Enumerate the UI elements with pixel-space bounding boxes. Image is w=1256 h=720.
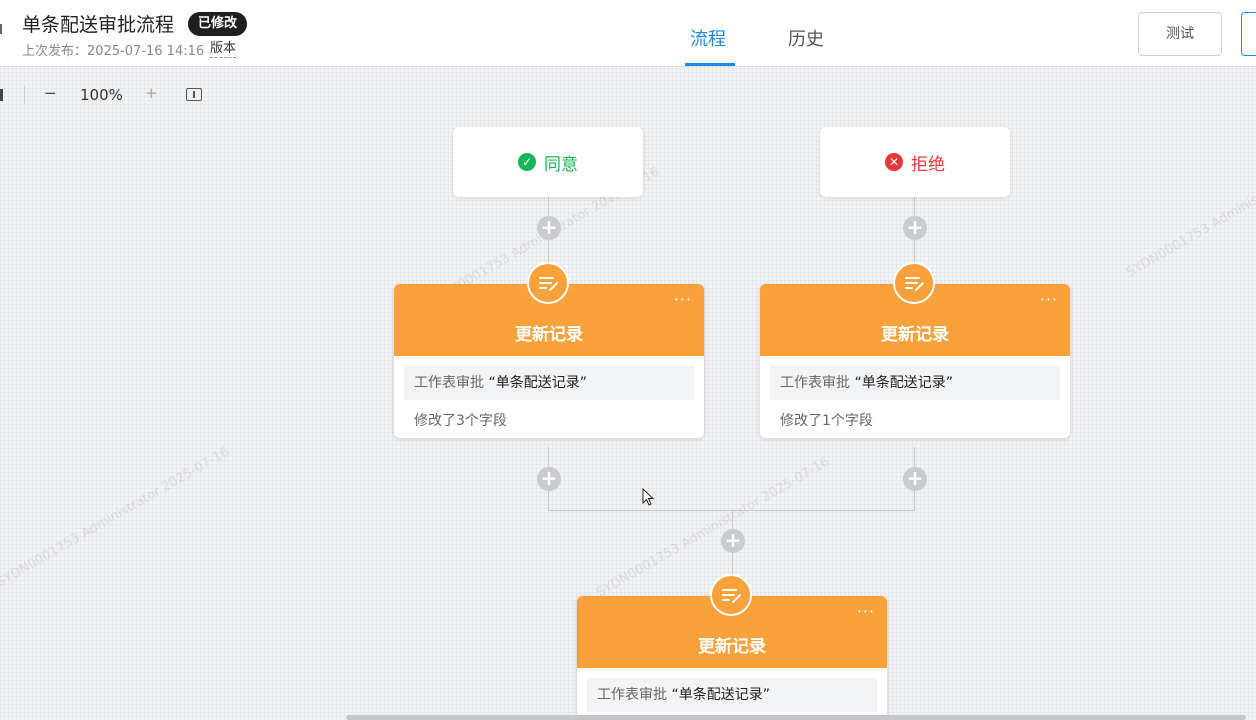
update-record-node[interactable]: ··· 更新记录 工作表审批 “单条配送记录” 修改了3个字段: [394, 262, 704, 438]
add-node-button[interactable]: +: [721, 529, 745, 553]
more-icon[interactable]: ···: [1039, 290, 1058, 309]
mouse-cursor-icon: [642, 488, 655, 506]
add-node-button[interactable]: +: [537, 216, 561, 240]
watermark: SYDN0001753 Administrator 2025-07-16: [1124, 134, 1256, 281]
node-header: ··· 更新记录: [577, 574, 887, 668]
branch-reject[interactable]: ✕ 拒绝: [820, 127, 1010, 197]
source-name: “单条配送记录”: [854, 375, 953, 391]
tab-history[interactable]: 历史: [788, 29, 824, 50]
last-published-text: 上次发布：2025-07-16 14:16: [22, 44, 205, 59]
watermark: SYDN0001753 Administrator 2025-07-16: [0, 444, 233, 591]
node-source-row: 工作表审批 “单条配送记录”: [404, 366, 694, 400]
update-record-node[interactable]: ··· 更新记录 工作表审批 “单条配送记录” 修改了1个字段: [760, 262, 1070, 438]
fit-screen-icon[interactable]: [186, 88, 202, 101]
node-source-row: 工作表审批 “单条配送记录”: [770, 366, 1060, 400]
zoom-in-icon[interactable]: +: [145, 84, 158, 102]
source-prefix: 工作表审批: [414, 375, 484, 391]
toolbar-divider: [24, 86, 25, 104]
source-prefix: 工作表审批: [597, 687, 667, 703]
connector-line: [548, 510, 915, 511]
connector-line: [548, 197, 549, 284]
node-source-row: 工作表审批 “单条配送记录”: [587, 678, 877, 712]
back-icon[interactable]: [0, 24, 6, 34]
status-badge: 已修改: [188, 12, 248, 36]
test-button[interactable]: 测试: [1138, 12, 1222, 56]
add-node-button[interactable]: +: [537, 467, 561, 491]
more-icon[interactable]: ···: [856, 602, 875, 621]
close-circle-icon: ✕: [885, 153, 903, 171]
horizontal-scrollbar[interactable]: [346, 715, 1246, 720]
source-name: “单条配送记录”: [488, 375, 587, 391]
branch-approve[interactable]: ✓ 同意: [453, 127, 643, 197]
page-title[interactable]: 单条配送审批流程: [22, 14, 175, 36]
node-header: ··· 更新记录: [760, 262, 1070, 356]
node-title: 更新记录: [698, 637, 766, 657]
edit-list-icon: [527, 262, 569, 304]
add-node-button[interactable]: +: [903, 467, 927, 491]
node-detail: 修改了1个字段: [780, 413, 873, 429]
check-circle-icon: ✓: [518, 153, 536, 171]
source-prefix: 工作表审批: [780, 375, 850, 391]
add-node-button[interactable]: +: [903, 216, 927, 240]
node-title: 更新记录: [515, 325, 583, 345]
update-record-node[interactable]: ··· 更新记录 工作表审批 “单条配送记录”: [577, 574, 887, 720]
panel-toggle-icon[interactable]: [0, 89, 3, 101]
node-detail: 修改了3个字段: [414, 413, 507, 429]
version-link[interactable]: 版本: [210, 41, 237, 58]
connector-line: [914, 197, 915, 284]
publish-button[interactable]: [1241, 12, 1256, 56]
canvas-toolbar: − 100% +: [0, 80, 220, 110]
branch-label: 同意: [544, 154, 578, 175]
edit-list-icon: [710, 574, 752, 616]
connector-line: [732, 510, 733, 596]
top-bar: 单条配送审批流程 已修改 上次发布：2025-07-16 14:16 版本 流程…: [0, 0, 1256, 67]
edit-list-icon: [893, 262, 935, 304]
source-name: “单条配送记录”: [671, 687, 770, 703]
zoom-out-icon[interactable]: −: [44, 84, 57, 102]
node-title: 更新记录: [881, 325, 949, 345]
zoom-level: 100%: [80, 86, 123, 104]
more-icon[interactable]: ···: [673, 290, 692, 309]
active-tab-indicator: [685, 63, 735, 66]
tab-flow[interactable]: 流程: [690, 29, 726, 50]
branch-label: 拒绝: [911, 154, 945, 175]
node-header: ··· 更新记录: [394, 262, 704, 356]
